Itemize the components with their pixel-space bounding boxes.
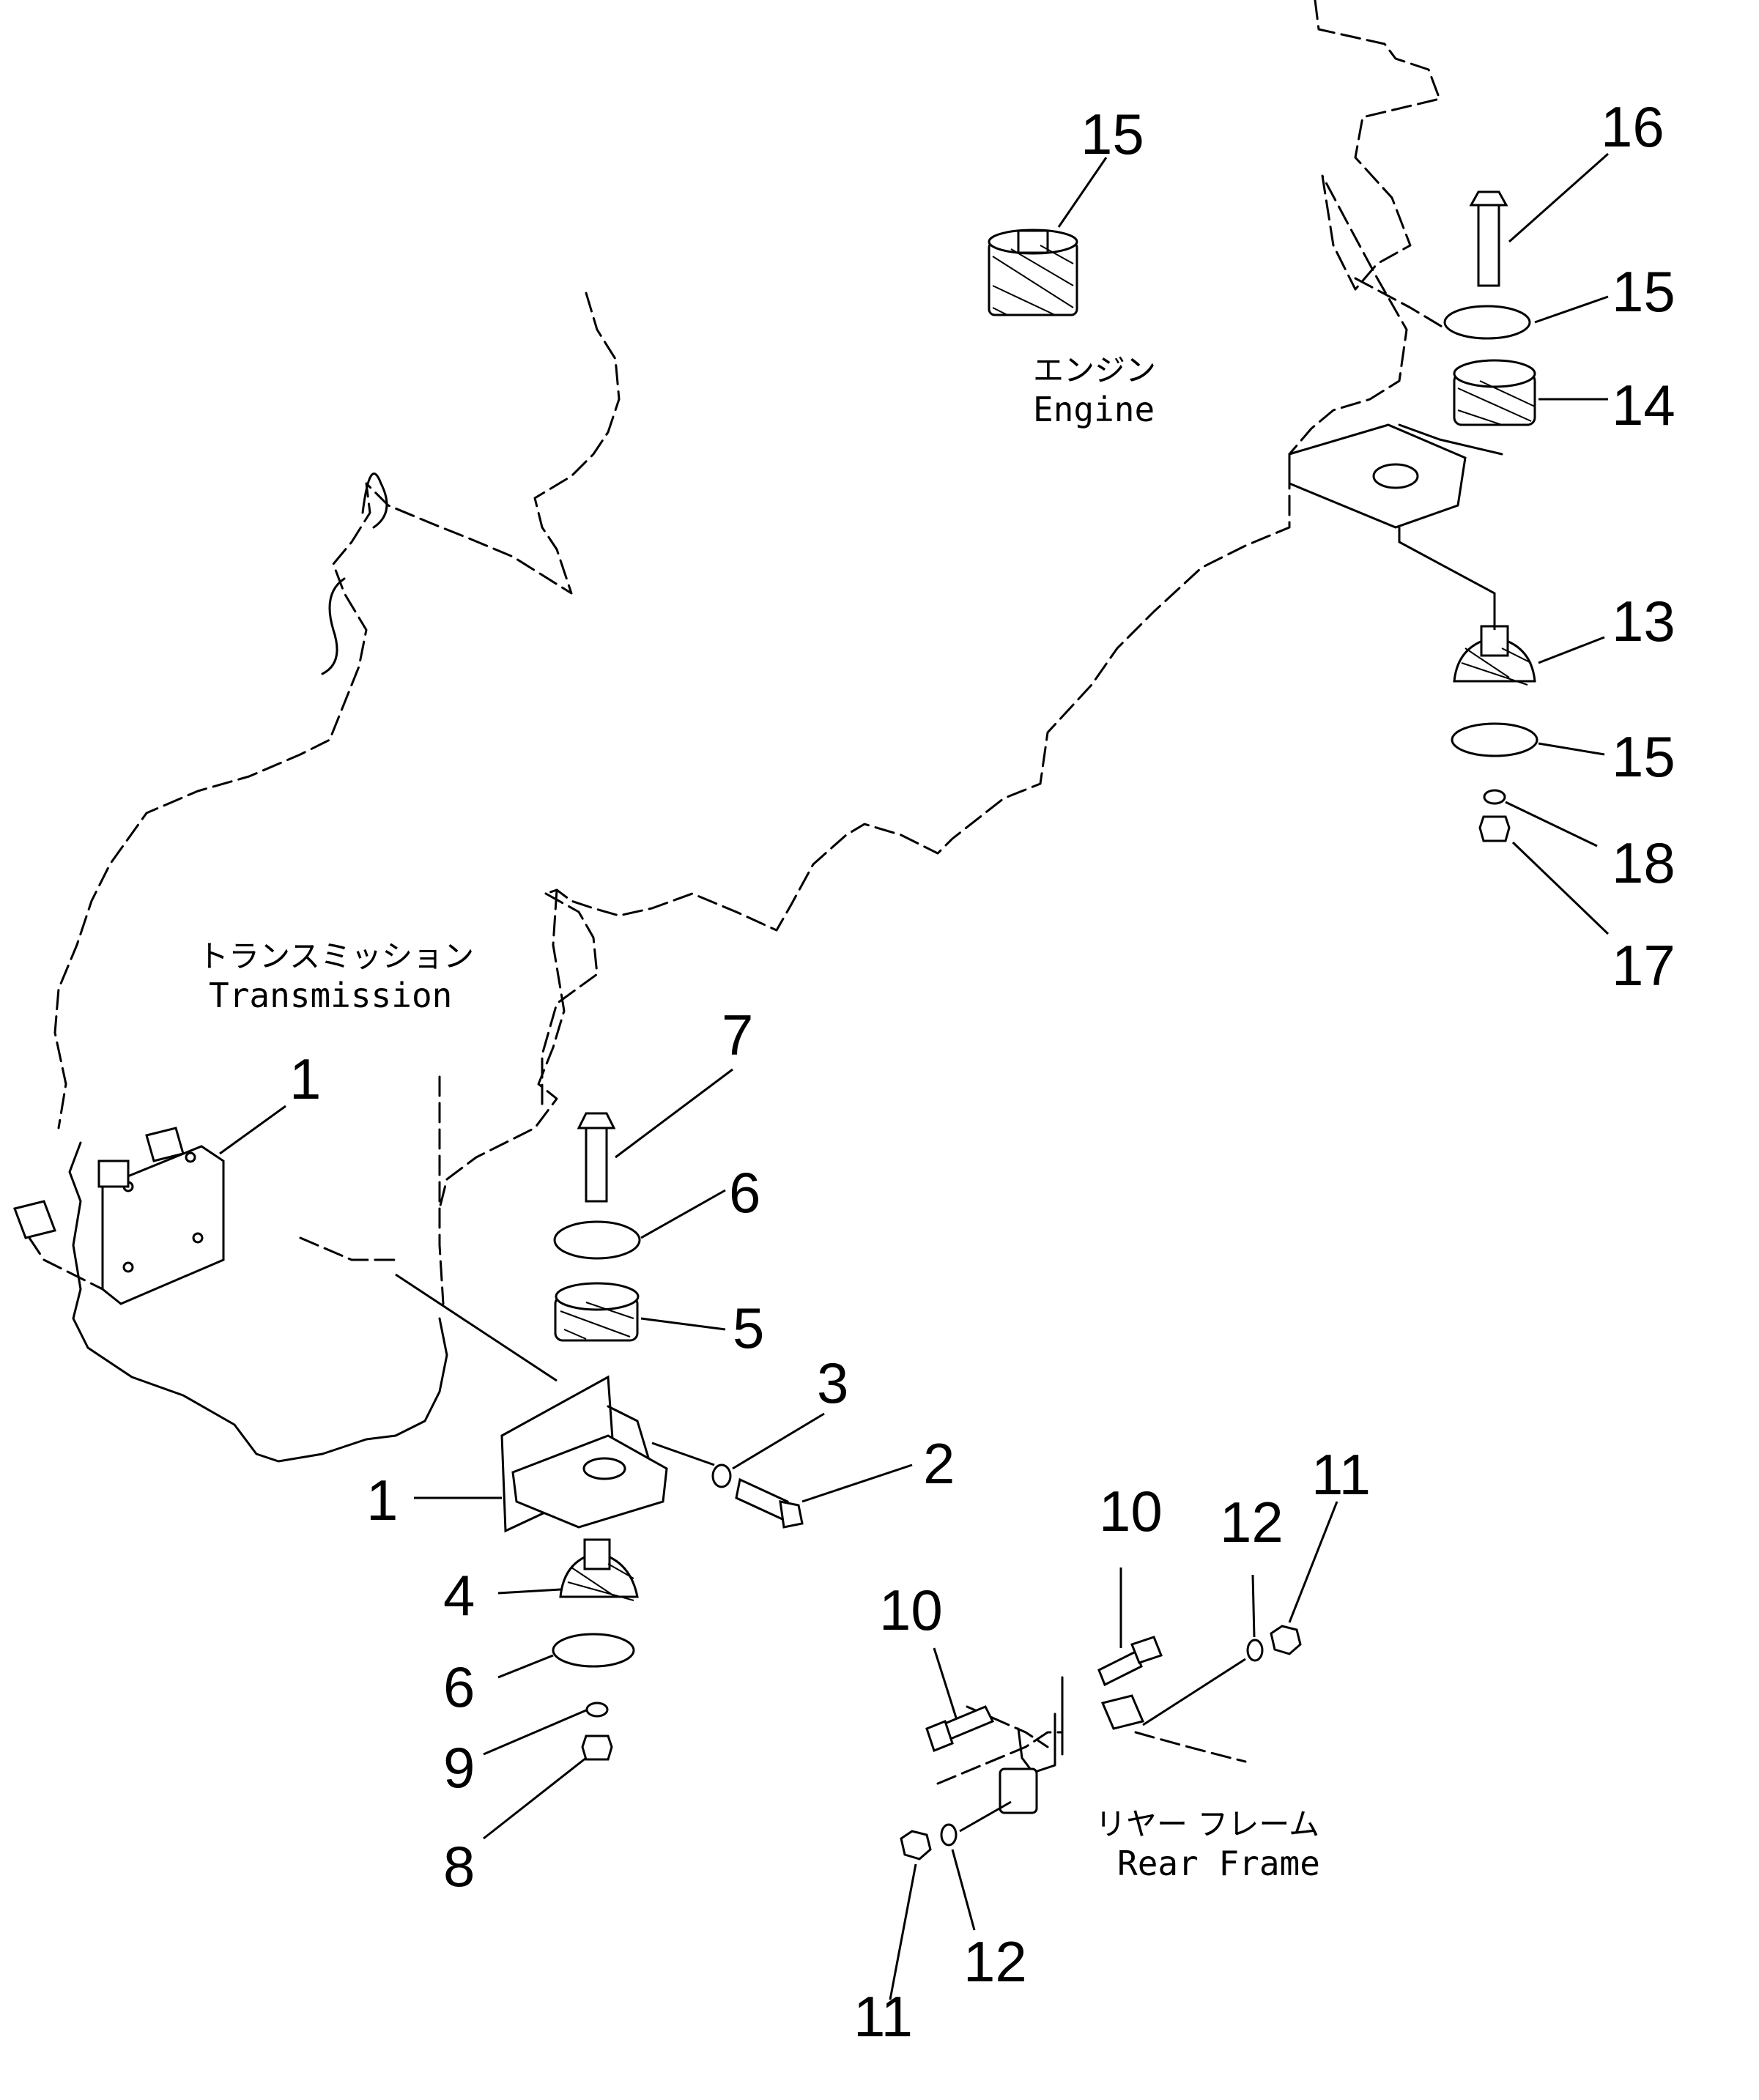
callout-17: 17: [1612, 933, 1675, 998]
callout-8: 8: [443, 1834, 475, 1899]
callout-14: 14: [1612, 373, 1675, 437]
engine-rubber-mount-top: [988, 229, 1078, 316]
rubber-mount-4: [559, 1538, 639, 1601]
washer-15-lower: [1451, 722, 1538, 757]
callout-11-lower: 11: [853, 1984, 913, 2049]
callout-leaders: [219, 152, 1610, 2000]
engine-transmission-outline: [53, 0, 1448, 1463]
transmission-label-en: Transmission: [209, 976, 452, 1015]
callout-3: 3: [817, 1351, 848, 1415]
engine-mount-bracket: [1288, 423, 1503, 529]
bolt-2: [735, 1477, 804, 1529]
callout-12-lower: 12: [963, 1929, 1027, 1994]
transmission-bracket-left: [13, 1127, 225, 1305]
callout-1-upper: 1: [289, 1047, 321, 1111]
callout-12-upper: 12: [1220, 1490, 1284, 1554]
callout-2: 2: [923, 1431, 955, 1496]
nut-11-upper: [1270, 1625, 1302, 1655]
engine-bolt-16: [1469, 190, 1508, 287]
bolt-axis-2: [651, 1442, 715, 1466]
callout-18: 18: [1612, 831, 1675, 895]
rear-axis-upper: [1142, 1658, 1246, 1726]
transmission-label-jp: トランスミッション: [198, 938, 474, 974]
rubber-mount-13: [1453, 625, 1536, 686]
callout-6-lower: 6: [443, 1655, 475, 1719]
callout-15-engine: 15: [1081, 102, 1144, 166]
lockwasher-12-lower: [940, 1823, 958, 1847]
captions: エンジン Engine トランスミッション Transmission リヤー フ…: [198, 352, 1320, 1883]
callout-10-upper: 10: [1099, 1479, 1163, 1543]
lockwasher-9: [585, 1702, 609, 1718]
nut-17: [1478, 815, 1511, 842]
callout-5: 5: [733, 1296, 764, 1360]
callout-7: 7: [722, 1003, 753, 1067]
bolt-7: [577, 1112, 616, 1203]
callout-4: 4: [443, 1563, 475, 1628]
rubber-mount-5: [554, 1282, 640, 1342]
callout-15-upper: 15: [1612, 259, 1675, 324]
callout-16: 16: [1601, 94, 1664, 159]
bolt-10-upper: [1097, 1636, 1163, 1687]
callout-15-lower: 15: [1612, 724, 1675, 789]
callout-13: 13: [1612, 589, 1675, 653]
callout-numbers: 15 16 15 14 13 15 18 17 1 7 6 5 3 2 1 4 …: [289, 94, 1675, 2049]
washer-6-lower: [552, 1633, 635, 1668]
lockwasher-12-upper: [1246, 1639, 1264, 1662]
nut-8: [581, 1734, 613, 1761]
rubber-mount-14: [1453, 359, 1536, 426]
rear-frame-label-en: Rear Frame: [1117, 1844, 1320, 1883]
rear-axis-lower: [959, 1800, 1012, 1833]
washer-6-upper: [553, 1220, 641, 1260]
rear-frame-label-jp: リヤー フレーム: [1095, 1806, 1319, 1842]
rear-frame-bracket: [936, 1676, 1247, 1814]
transmission-bracket-1: [500, 1375, 668, 1533]
callout-6-upper: 6: [729, 1160, 760, 1225]
callout-11-upper: 11: [1311, 1442, 1371, 1507]
lockwasher-3: [711, 1463, 732, 1488]
washer-15-upper: [1443, 305, 1531, 340]
transmission-mount-axis: [395, 1273, 558, 1382]
callout-1-lower: 1: [366, 1468, 398, 1532]
engine-label-jp: エンジン: [1033, 352, 1156, 388]
callout-9: 9: [443, 1735, 475, 1800]
engine-label-en: Engine: [1033, 390, 1155, 429]
lockwasher-18: [1483, 789, 1506, 805]
bolt-10-lower: [925, 1705, 995, 1752]
nut-11-lower: [900, 1830, 932, 1860]
engine-mount-axis: [1398, 527, 1496, 630]
callout-10-lower: 10: [879, 1578, 943, 1642]
